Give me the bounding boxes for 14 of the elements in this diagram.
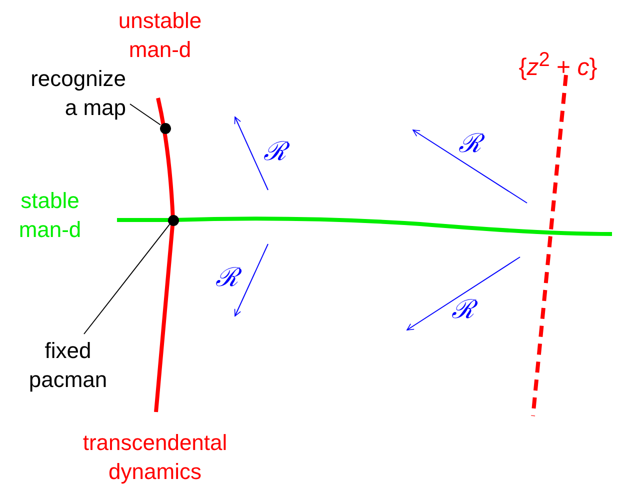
point-marker <box>160 122 170 134</box>
map-symbol: ℛ <box>260 138 290 167</box>
map-symbol: ℛ <box>212 264 242 293</box>
curve-label: transcendental dynamics <box>82 429 228 486</box>
callout-text: fixed pacman <box>20 336 116 394</box>
leader-line <box>84 224 170 334</box>
curve-label: {z$^{2}$ + c} <box>518 48 598 82</box>
map-symbol: ℛ <box>455 130 485 159</box>
curve-label: unstable man-d <box>117 7 203 64</box>
leader-line <box>130 104 161 126</box>
point-marker <box>168 214 178 226</box>
callout-text: recognize a map <box>20 64 126 122</box>
map-symbol: ℛ <box>448 296 478 325</box>
curve-label: stable man-d <box>18 187 82 244</box>
